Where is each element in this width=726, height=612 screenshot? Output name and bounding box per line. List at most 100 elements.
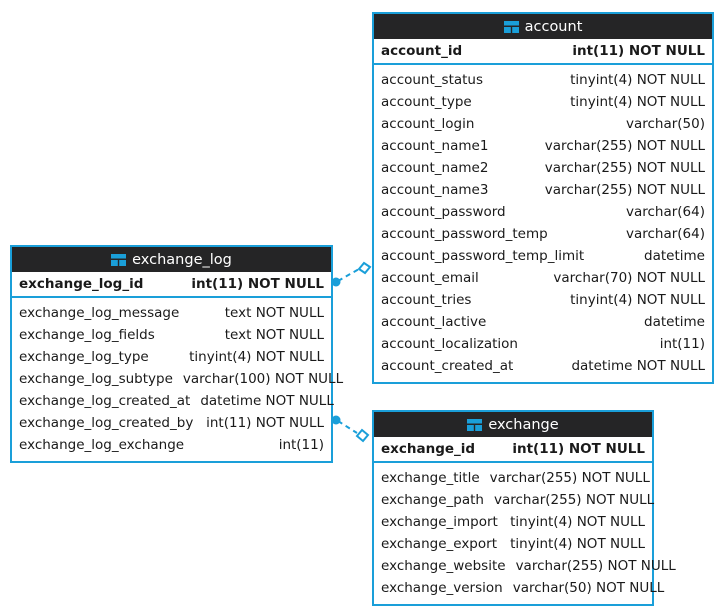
field-row[interactable]: account_name3 varchar(255) NOT NULL: [374, 179, 712, 201]
entity-account[interactable]: account account_id int(11) NOT NULL acco…: [372, 12, 714, 384]
field-name: account_lactive: [381, 314, 487, 330]
field-row[interactable]: account_password_temp varchar(64): [374, 223, 712, 245]
target-diamond-icon: [355, 428, 370, 443]
field-row[interactable]: account_status tinyint(4) NOT NULL: [374, 69, 712, 91]
field-name: account_password: [381, 204, 506, 220]
field-name: account_name3: [381, 182, 489, 198]
relationship-exchange-log-account: [331, 261, 372, 287]
field-type: tinyint(4) NOT NULL: [510, 514, 645, 530]
entity-title: exchange_log: [132, 251, 232, 268]
field-name: exchange_import: [381, 514, 498, 530]
field-name: account_name2: [381, 160, 489, 176]
field-type: int(11): [659, 336, 705, 352]
field-name: exchange_log_fields: [19, 327, 155, 343]
field-row[interactable]: account_lactive datetime: [374, 311, 712, 333]
field-name: account_status: [381, 72, 484, 88]
field-type: tinyint(4) NOT NULL: [570, 72, 705, 88]
field-name: exchange_id: [381, 440, 476, 457]
field-type: text NOT NULL: [224, 327, 324, 343]
field-row[interactable]: account_name1 varchar(255) NOT NULL: [374, 135, 712, 157]
field-type: int(11) NOT NULL: [206, 415, 324, 431]
field-row[interactable]: account_password varchar(64): [374, 201, 712, 223]
field-type: varchar(255) NOT NULL: [544, 138, 705, 154]
entity-header[interactable]: account: [374, 14, 712, 39]
field-type: int(11) NOT NULL: [572, 42, 705, 59]
field-row[interactable]: account_tries tinyint(4) NOT NULL: [374, 289, 712, 311]
field-name: exchange_log_id: [19, 275, 144, 292]
field-row[interactable]: exchange_log_created_by int(11) NOT NULL: [12, 412, 331, 434]
field-type: varchar(255) NOT NULL: [493, 492, 655, 508]
field-list: account_status tinyint(4) NOT NULL accou…: [374, 65, 712, 382]
field-name: account_password_temp_limit: [381, 248, 585, 264]
field-type: varchar(255) NOT NULL: [515, 558, 676, 574]
field-row[interactable]: exchange_log_type tinyint(4) NOT NULL: [12, 346, 331, 368]
field-type: datetime NOT NULL: [200, 393, 334, 409]
field-name: exchange_log_type: [19, 349, 149, 365]
primary-key-row[interactable]: exchange_log_id int(11) NOT NULL: [12, 272, 331, 298]
field-name: account_type: [381, 94, 472, 110]
entity-header[interactable]: exchange_log: [12, 247, 331, 272]
field-name: exchange_path: [381, 492, 484, 508]
field-type: varchar(100) NOT NULL: [182, 371, 344, 387]
field-row[interactable]: account_created_at datetime NOT NULL: [374, 355, 712, 377]
field-type: datetime: [644, 248, 705, 264]
field-row[interactable]: exchange_import tinyint(4) NOT NULL: [374, 511, 652, 533]
entity-title: exchange: [488, 416, 559, 433]
table-icon: [111, 253, 127, 266]
entity-title: account: [524, 18, 583, 35]
field-row[interactable]: account_type tinyint(4) NOT NULL: [374, 91, 712, 113]
entity-exchange[interactable]: exchange exchange_id int(11) NOT NULL ex…: [372, 410, 676, 606]
field-name: exchange_log_exchange: [19, 437, 185, 453]
field-name: exchange_export: [381, 536, 497, 552]
field-name: account_tries: [381, 292, 472, 308]
field-row[interactable]: exchange_website varchar(255) NOT NULL: [374, 555, 676, 577]
field-row[interactable]: account_email varchar(70) NOT NULL: [374, 267, 712, 289]
field-name: exchange_log_subtype: [19, 371, 173, 387]
field-name: exchange_log_message: [19, 305, 180, 321]
field-type: varchar(255) NOT NULL: [544, 160, 705, 176]
field-type: int(11): [278, 437, 324, 453]
field-name: exchange_log_created_at: [19, 393, 191, 409]
field-row[interactable]: exchange_title varchar(255) NOT NULL: [374, 467, 652, 489]
field-name: exchange_version: [381, 580, 503, 596]
field-type: tinyint(4) NOT NULL: [189, 349, 324, 365]
primary-key-row[interactable]: account_id int(11) NOT NULL: [374, 39, 712, 65]
field-row[interactable]: account_password_temp_limit datetime: [374, 245, 712, 267]
entity-exchange-log[interactable]: exchange_log exchange_log_id int(11) NOT…: [10, 245, 343, 463]
field-type: datetime: [644, 314, 705, 330]
field-type: varchar(50): [625, 116, 705, 132]
field-type: text NOT NULL: [224, 305, 324, 321]
field-row[interactable]: exchange_log_created_at datetime NOT NUL…: [12, 390, 334, 412]
field-row[interactable]: exchange_log_message text NOT NULL: [12, 302, 331, 324]
field-type: tinyint(4) NOT NULL: [570, 292, 705, 308]
field-type: datetime NOT NULL: [571, 358, 705, 374]
field-row[interactable]: exchange_log_subtype varchar(100) NOT NU…: [12, 368, 343, 390]
relationship-line: [337, 268, 360, 282]
field-row[interactable]: account_localization int(11): [374, 333, 712, 355]
field-name: account_created_at: [381, 358, 514, 374]
relationship-exchange-log-exchange: [331, 415, 370, 443]
field-row[interactable]: account_login varchar(50): [374, 113, 712, 135]
field-row[interactable]: exchange_export tinyint(4) NOT NULL: [374, 533, 652, 555]
field-name: account_email: [381, 270, 479, 286]
field-type: varchar(70) NOT NULL: [553, 270, 705, 286]
entity-header[interactable]: exchange: [374, 412, 652, 437]
field-row[interactable]: exchange_log_exchange int(11): [12, 434, 331, 456]
field-type: varchar(64): [625, 226, 705, 242]
field-list: exchange_log_message text NOT NULL excha…: [12, 298, 343, 461]
primary-key-row[interactable]: exchange_id int(11) NOT NULL: [374, 437, 652, 463]
field-row[interactable]: account_name2 varchar(255) NOT NULL: [374, 157, 712, 179]
field-name: exchange_title: [381, 470, 480, 486]
table-icon: [503, 20, 519, 33]
field-row[interactable]: exchange_path varchar(255) NOT NULL: [374, 489, 655, 511]
target-diamond-icon: [357, 261, 372, 275]
field-name: account_localization: [381, 336, 518, 352]
field-row[interactable]: exchange_version varchar(50) NOT NULL: [374, 577, 664, 599]
field-type: varchar(50) NOT NULL: [512, 580, 665, 596]
field-list: exchange_title varchar(255) NOT NULL exc…: [374, 463, 676, 604]
field-type: int(11) NOT NULL: [191, 275, 324, 292]
field-type: varchar(255) NOT NULL: [544, 182, 705, 198]
field-row[interactable]: exchange_log_fields text NOT NULL: [12, 324, 331, 346]
field-name: account_id: [381, 42, 463, 59]
